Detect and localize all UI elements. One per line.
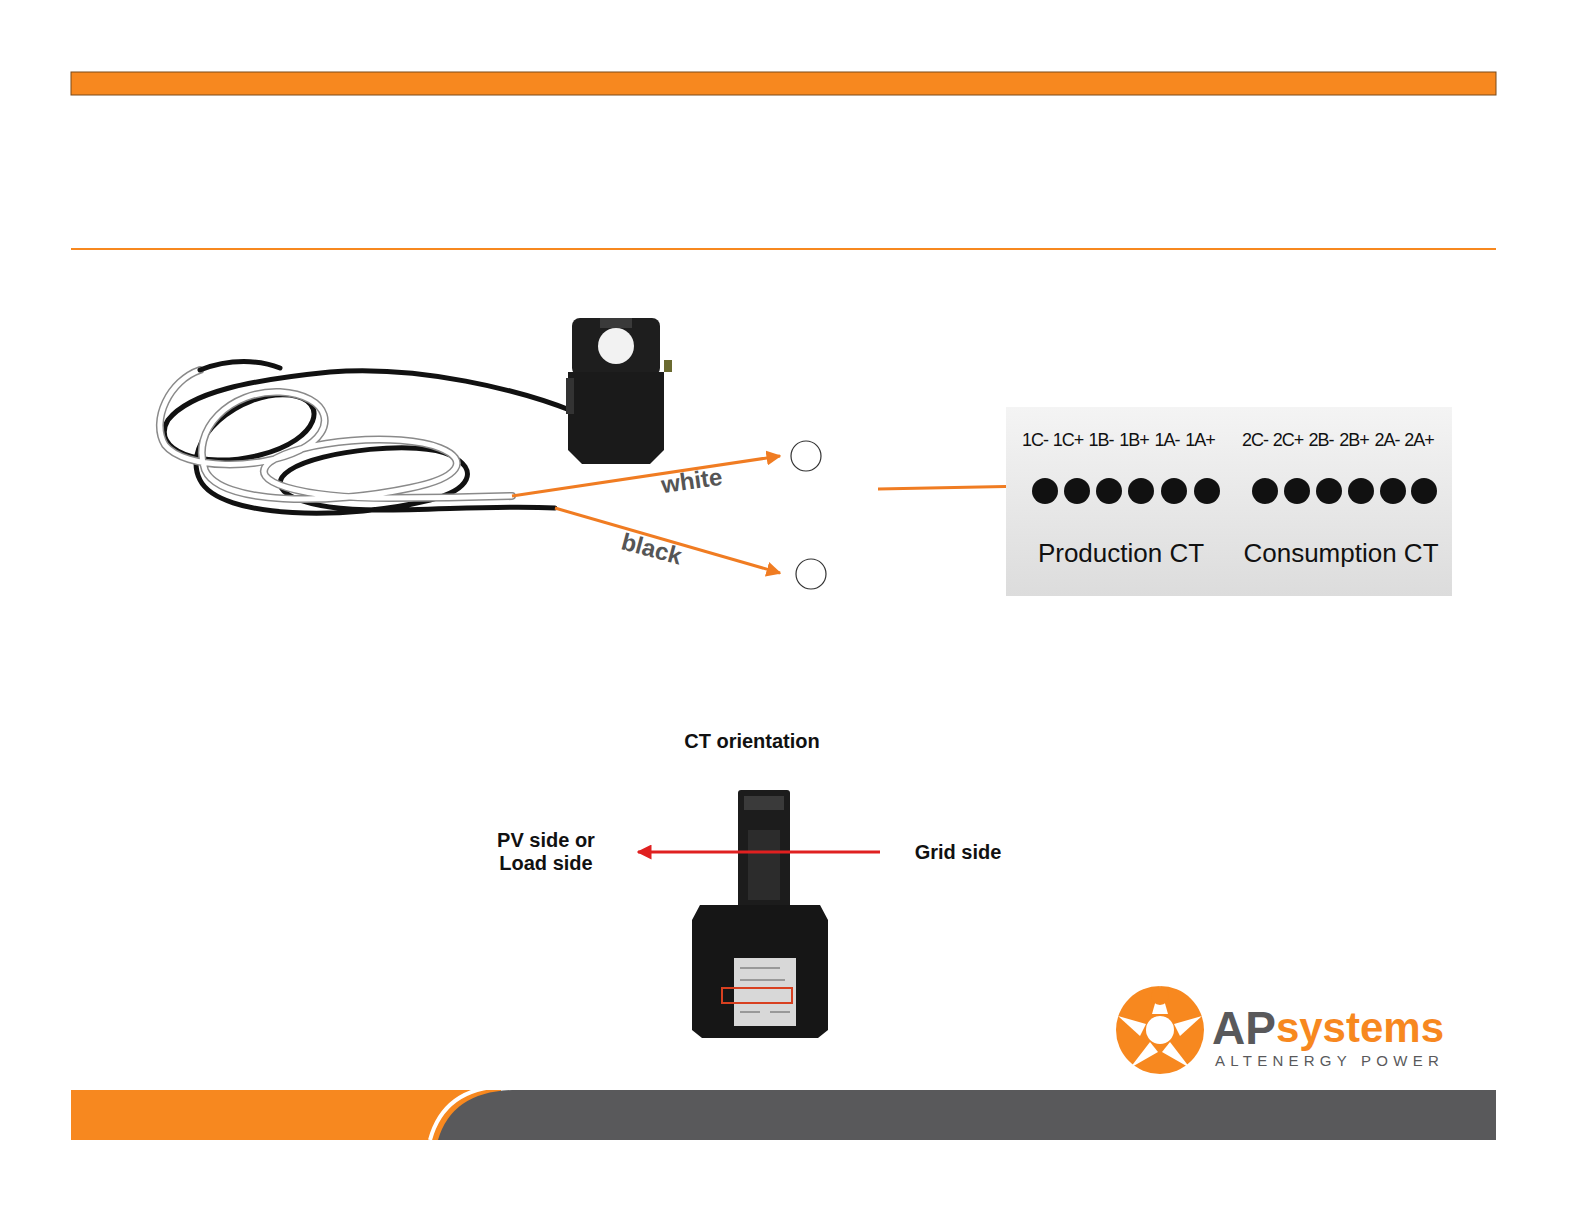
footer-grey — [438, 1090, 1496, 1140]
orientation-arrow — [638, 851, 880, 854]
leader-arrow — [512, 456, 780, 496]
logo-text: AP — [1212, 1002, 1276, 1055]
label-text: Grid side — [915, 841, 1002, 864]
terminal-name: 2B+ — [1339, 430, 1369, 451]
terminal-panel: Production CT Consumption CT — [1006, 407, 1452, 596]
terminal-name: 1C+ — [1053, 430, 1084, 451]
terminal-circle — [796, 559, 826, 589]
group-label: Consumption CT — [1243, 538, 1438, 569]
group-label: Production CT — [1038, 538, 1204, 569]
ct-clamp — [566, 318, 672, 464]
terminal-name: 1B+ — [1119, 430, 1149, 451]
leader-arrow — [555, 508, 780, 573]
terminal-name: 1B- — [1088, 430, 1113, 451]
terminal-panel — [1006, 407, 1452, 596]
terminal-name: 1C- — [1022, 430, 1048, 451]
label-text: PV side or Load side — [481, 829, 611, 875]
header-rule — [71, 248, 1496, 250]
ct-cable — [160, 362, 575, 514]
label-text: CT orientation — [684, 730, 820, 753]
logo-text: systems — [1276, 1004, 1444, 1052]
terminal-name: 1A+ — [1185, 430, 1215, 451]
footer-orange — [71, 1090, 501, 1140]
logo-emblem — [1116, 986, 1204, 1074]
terminal-name: 2C- — [1242, 430, 1268, 451]
terminal-name: 2C+ — [1273, 430, 1304, 451]
ct-front — [692, 790, 828, 1038]
terminal-circle — [791, 441, 821, 471]
terminal-name: 1A- — [1154, 430, 1179, 451]
header-bar — [71, 72, 1496, 95]
terminal-name: 2A- — [1374, 430, 1399, 451]
terminal-name: 2A+ — [1404, 430, 1434, 451]
terminal-name: 2B- — [1308, 430, 1333, 451]
footer-divider — [430, 1086, 504, 1140]
terminal-holes — [1032, 478, 1437, 504]
label-text: white — [660, 463, 725, 499]
label-text: black — [619, 528, 685, 571]
logo-text: ALTENERGY POWER — [1215, 1052, 1444, 1069]
